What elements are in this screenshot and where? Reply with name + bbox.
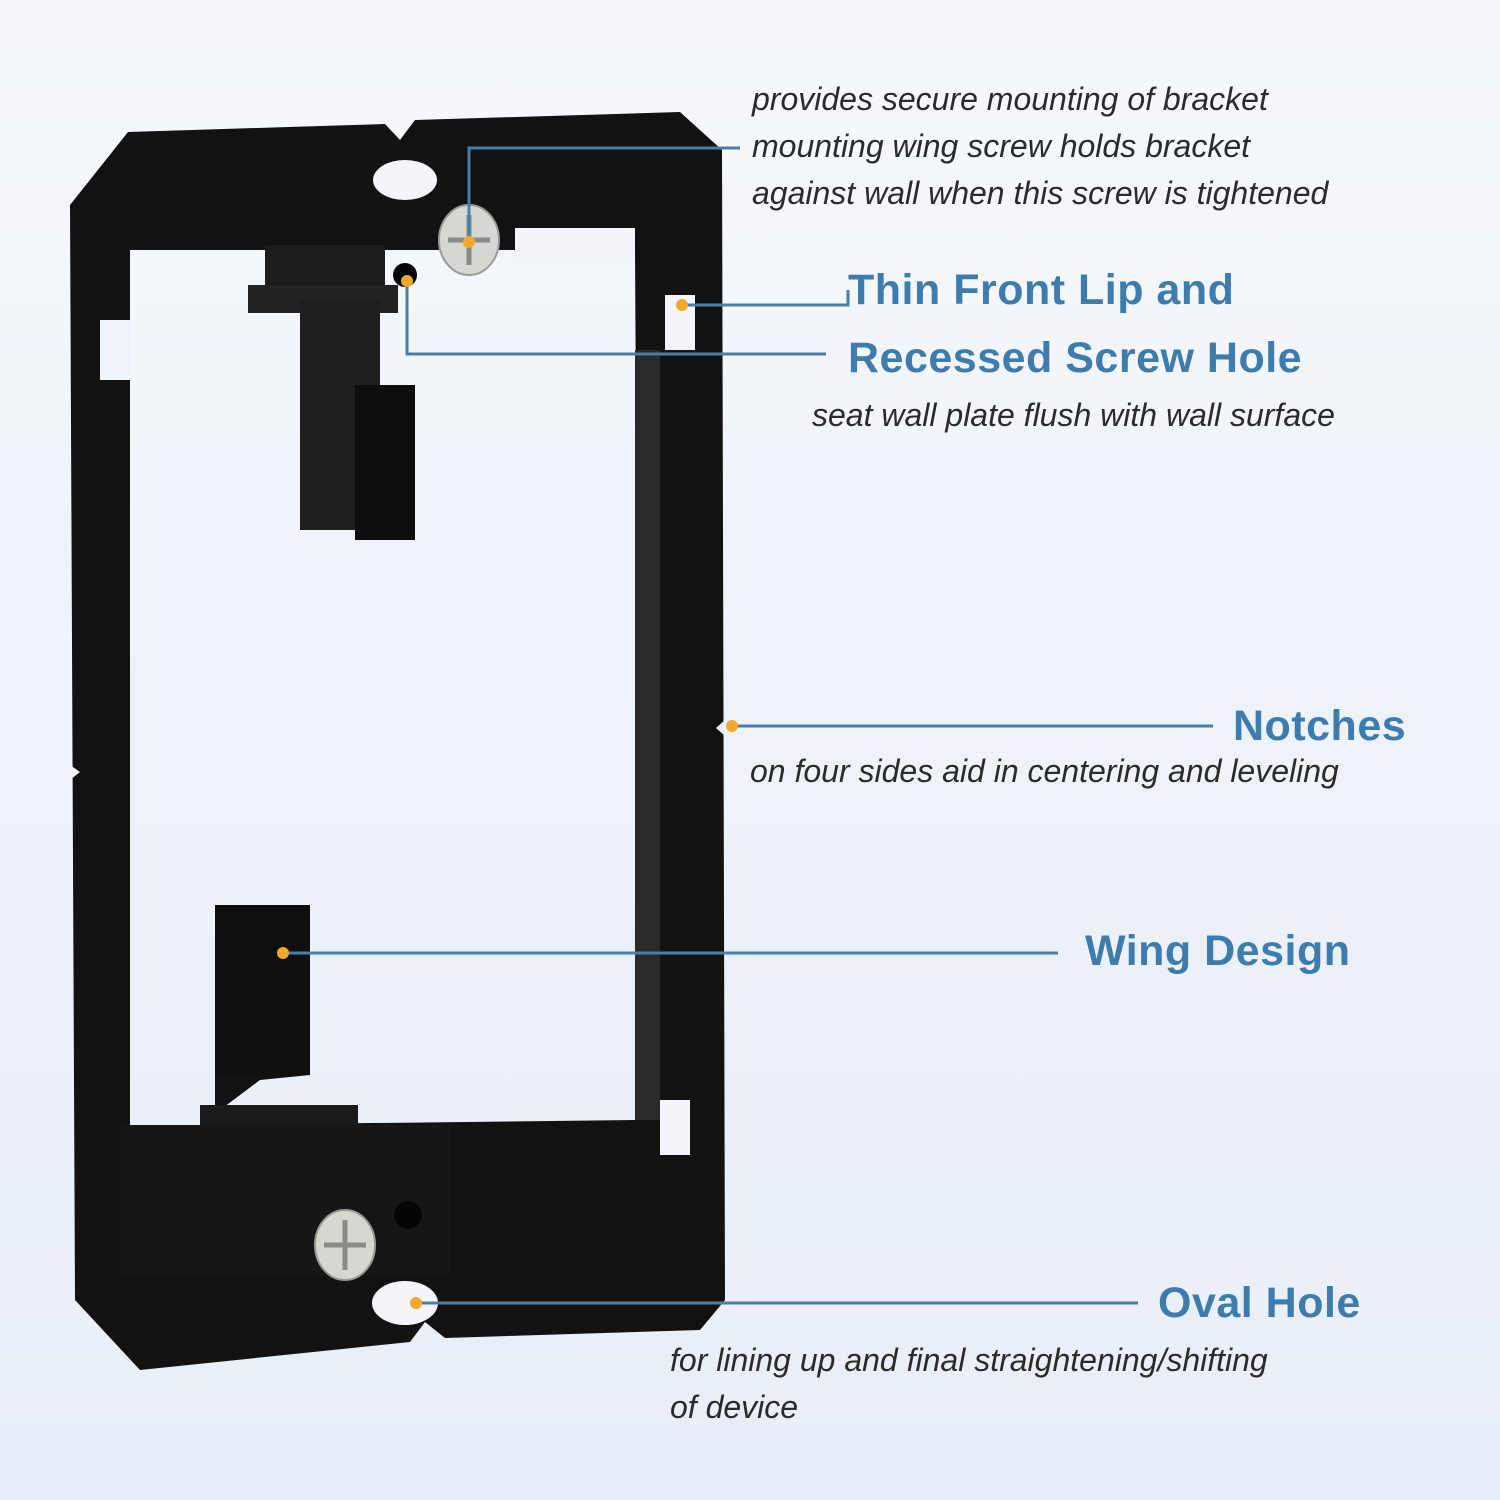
notches-title: Notches bbox=[1233, 702, 1407, 750]
marker-dot-icon bbox=[463, 236, 475, 248]
marker-dot-icon bbox=[726, 720, 738, 732]
notches-description: on four sides aid in centering and level… bbox=[750, 753, 1339, 789]
marker-dots bbox=[277, 236, 738, 1309]
marker-dot-icon bbox=[410, 1297, 422, 1309]
desc-line: for lining up and final straightening/sh… bbox=[670, 1342, 1268, 1378]
recessed-screw-hole-title: Recessed Screw Hole bbox=[848, 334, 1303, 382]
top-slot bbox=[515, 228, 635, 258]
front-lip-description: seat wall plate flush with wall surface bbox=[812, 397, 1335, 433]
right-notch bbox=[716, 720, 725, 736]
bottom-screw-block bbox=[120, 1125, 450, 1275]
top-oval-hole bbox=[373, 160, 437, 200]
leader-lines bbox=[283, 146, 1213, 1305]
right-inner-face bbox=[635, 350, 660, 1120]
desc-line: mounting wing screw holds bracket bbox=[752, 128, 1251, 164]
marker-dot-icon bbox=[277, 947, 289, 959]
leader-recessed-hole bbox=[405, 282, 826, 356]
bottom-oval-hole bbox=[372, 1281, 438, 1325]
bottom-recessed-hole bbox=[394, 1201, 422, 1229]
top-wing-tab bbox=[265, 245, 385, 285]
leader-front-lip bbox=[682, 290, 850, 307]
desc-line: against wall when this screw is tightene… bbox=[752, 175, 1329, 211]
marker-dot-icon bbox=[676, 299, 688, 311]
right-bottom-window bbox=[660, 1100, 690, 1155]
left-notch bbox=[70, 765, 80, 780]
desc-line: of device bbox=[670, 1389, 799, 1425]
oval-hole-description: for lining up and final straightening/sh… bbox=[670, 1337, 1268, 1431]
oval-hole-title: Oval Hole bbox=[1158, 1279, 1361, 1327]
marker-dot-icon bbox=[401, 275, 413, 287]
front-lip-title: Thin Front Lip and bbox=[848, 266, 1235, 314]
left-cutout bbox=[100, 320, 130, 380]
bottom-screw-cross bbox=[324, 1220, 366, 1270]
desc-line: provides secure mounting of bracket bbox=[752, 81, 1268, 117]
leader-mounting-screw bbox=[467, 146, 740, 240]
wing-design-title: Wing Design bbox=[1085, 927, 1351, 975]
bottom-wing-arm bbox=[215, 905, 310, 1075]
top-wing-foot bbox=[355, 385, 415, 540]
mounting-screw-description: provides secure mounting of bracket moun… bbox=[752, 76, 1328, 217]
